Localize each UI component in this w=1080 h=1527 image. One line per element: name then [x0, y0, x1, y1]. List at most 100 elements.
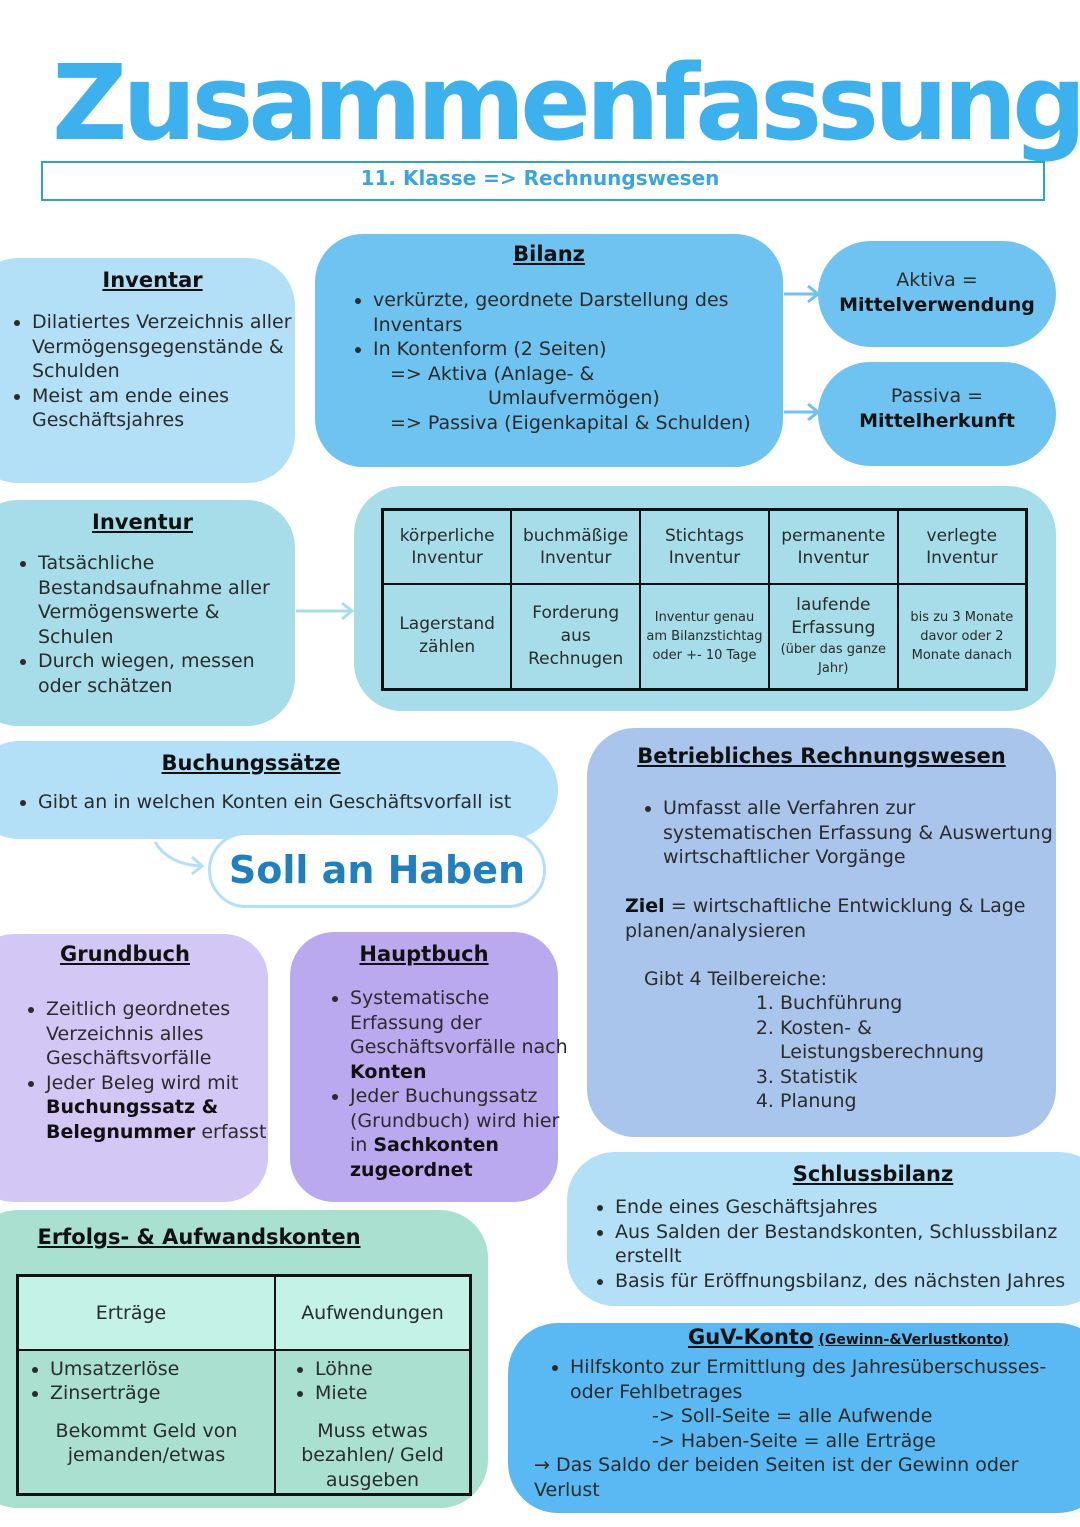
list-item: Umfasst alle Verfahren zur systematische… — [663, 796, 1068, 870]
list-item: Jeder Beleg wird mit Buchungssatz & Bele… — [46, 1071, 286, 1145]
guv-heading: GuV-Konto — [688, 1325, 814, 1349]
inventar-card: Inventar Dilatiertes Verzeichnis aller V… — [0, 258, 295, 483]
list-item: Umsatzerlöse — [50, 1357, 273, 1382]
teilbereiche-list: Buchführung Kosten- & Leistungsberechnun… — [754, 991, 1060, 1114]
hauptbuch-list: Systematische Erfassung der Geschäftsvor… — [324, 986, 575, 1182]
list-item: Buchführung — [780, 991, 1060, 1016]
inventur-card: Inventur Tatsächliche Bestandsaufnahme a… — [0, 500, 295, 726]
list-item: verkürzte, geordnete Darstellung des Inv… — [373, 288, 793, 337]
passiva-label: Passiva = — [890, 385, 984, 407]
ertraege-list: Umsatzerlöse Zinserträge — [20, 1357, 273, 1406]
erfolgskonten-card: Erfolgs- & Aufwandskonten Erträge Aufwen… — [0, 1210, 488, 1508]
guv-list: Hilfskonto zur Ermittlung des Jahresüber… — [544, 1355, 1070, 1404]
guv-heading-line: GuV-Konto (Gewinn-&Verlustkonto) — [688, 1325, 1009, 1349]
ertraege-note: Bekommt Geld von jemanden/etwas — [55, 1419, 238, 1467]
bilanz-heading: Bilanz — [513, 242, 585, 266]
betriebliches-heading: Betriebliches Rechnungswesen — [637, 744, 1006, 768]
soll-an-haben-pill: Soll an Haben — [208, 832, 546, 908]
list-item: Löhne — [315, 1357, 468, 1382]
schlussbilanz-list: Ende eines Geschäftsjahres Aus Salden de… — [589, 1195, 1080, 1293]
list-item: Miete — [315, 1381, 468, 1406]
schlussbilanz-card: Schlussbilanz Ende eines Geschäftsjahres… — [567, 1152, 1080, 1306]
table-header-cell: Erträge — [16, 1274, 276, 1351]
soll-an-haben-formula: Soll an Haben — [228, 848, 526, 892]
grundbuch-list: Zeitlich geordnetes Verzeichnis alles Ge… — [20, 997, 286, 1144]
list-item: Kosten- & Leistungsberechnung — [780, 1016, 1060, 1065]
betriebliches-list: Umfasst alle Verfahren zur systematische… — [637, 796, 1068, 870]
list-item: Durch wiegen, messen oder schätzen — [38, 649, 298, 698]
grundbuch-card: Grundbuch Zeitlich geordnetes Verzeichni… — [0, 934, 268, 1202]
bilanz-aktiva-line2: Umlaufvermögen) — [488, 387, 660, 409]
hauptbuch-bullet1-bold: Konten — [350, 1060, 427, 1083]
passiva-value: Mittelherkunft — [859, 409, 1015, 432]
guv-conclusion: → Das Saldo der beiden Seiten ist der Ge… — [534, 1454, 1019, 1501]
buchungssaetze-list: Gibt an in welchen Konten ein Geschäftsv… — [12, 790, 558, 815]
schlussbilanz-heading: Schlussbilanz — [792, 1162, 954, 1186]
grundbuch-bullet2-bold: Buchungssatz & Belegnummer — [46, 1096, 219, 1143]
grundbuch-heading: Grundbuch — [60, 942, 190, 966]
bilanz-passiva-line: => Passiva (Eigenkapital & Schulden) — [390, 412, 751, 434]
grundbuch-bullet2-pre: Jeder Beleg wird mit — [46, 1071, 239, 1094]
table-cell-main: laufende Erfassung — [791, 595, 876, 639]
inventar-heading: Inventar — [102, 268, 203, 292]
list-item: Tatsächliche Bestandsaufnahme aller Verm… — [38, 551, 298, 649]
subtitle-frame — [41, 161, 1045, 201]
passiva-pill: Passiva = Mittelherkunft — [818, 362, 1056, 466]
ziel-text: = wirtschaftliche Entwicklung & Lage pla… — [625, 895, 1026, 942]
bilanz-card: Bilanz verkürzte, geordnete Darstellung … — [315, 234, 783, 467]
list-item: Systematische Erfassung der Geschäftsvor… — [350, 986, 575, 1084]
list-item: Ende eines Geschäftsjahres — [615, 1195, 1080, 1220]
inventur-list: Tatsächliche Bestandsaufnahme aller Verm… — [12, 551, 298, 698]
betriebliches-card: Betriebliches Rechnungswesen Umfasst all… — [587, 728, 1056, 1137]
list-item: Dilatiertes Verzeichnis aller Vermögensg… — [32, 310, 292, 384]
table-cell: Umsatzerlöse Zinserträge Bekommt Geld vo… — [16, 1348, 276, 1496]
table-cell: laufende Erfassung (über das ganze Jahr) — [767, 582, 899, 691]
hauptbuch-heading: Hauptbuch — [359, 942, 489, 966]
table-header-cell: körperliche Inventur — [381, 508, 513, 585]
table-cell: Forderung aus Rechnugen — [510, 582, 642, 691]
aktiva-value: Mittelverwendung — [839, 293, 1035, 316]
buchungssaetze-card: Buchungssätze Gibt an in welchen Konten … — [0, 741, 558, 839]
erfolgskonten-heading: Erfolgs- & Aufwandskonten — [37, 1225, 361, 1249]
guv-haben-line: -> Haben-Seite = alle Erträge — [652, 1430, 936, 1452]
table-cell: Löhne Miete Muss etwas bezahlen/ Geld au… — [274, 1348, 472, 1496]
bilanz-aktiva-line1: => Aktiva (Anlage- & — [390, 363, 595, 385]
aufwendungen-note: Muss etwas bezahlen/ Geld ausgeben — [301, 1419, 444, 1491]
guv-card: GuV-Konto (Gewinn-&Verlustkonto) Hilfsko… — [508, 1323, 1080, 1513]
table-header-cell: buchmäßige Inventur — [510, 508, 642, 585]
list-item: Aus Salden der Bestandskonten, Schlussbi… — [615, 1220, 1080, 1269]
guv-heading-note: (Gewinn-&Verlustkonto) — [818, 1332, 1010, 1348]
curved-arrow-icon — [153, 841, 205, 876]
buchungssaetze-heading: Buchungssätze — [161, 751, 341, 775]
table-cell: Inventur genau am Bilanzstichtag oder +-… — [639, 582, 770, 691]
list-item: Gibt an in welchen Konten ein Geschäftsv… — [38, 790, 558, 815]
table-header-cell: permanente Inventur — [767, 508, 899, 585]
hauptbuch-bullet2-pre: Jeder Buchungssatz (Grundbuch) wird hier… — [350, 1085, 560, 1156]
list-item: Hilfskonto zur Ermittlung des Jahresüber… — [570, 1355, 1070, 1404]
table-cell-note: (über das ganze Jahr) — [780, 642, 887, 677]
guv-soll-line: -> Soll-Seite = alle Aufwende — [652, 1405, 933, 1427]
list-item: Jeder Buchungssatz (Grundbuch) wird hier… — [350, 1084, 575, 1182]
bilanz-bullet2: In Kontenform (2 Seiten) — [373, 338, 607, 360]
table-header-cell: Stichtags Inventur — [639, 508, 770, 585]
table-header-cell: Aufwendungen — [274, 1274, 472, 1351]
aktiva-label: Aktiva = — [896, 269, 978, 291]
teilbereiche-intro: Gibt 4 Teilbereiche: — [644, 968, 827, 990]
hauptbuch-bullet2-bold: Sachkonten zugeordnet — [350, 1134, 499, 1181]
table-cell: bis zu 3 Monate davor oder 2 Monate dana… — [896, 582, 1028, 691]
bilanz-list: verkürzte, geordnete Darstellung des Inv… — [347, 288, 793, 362]
aktiva-pill: Aktiva = Mittelverwendung — [818, 241, 1056, 347]
inventur-heading: Inventur — [92, 510, 193, 534]
list-item: Planung — [780, 1089, 1060, 1114]
ziel-label: Ziel — [625, 895, 665, 917]
inventar-list: Dilatiertes Verzeichnis aller Vermögensg… — [6, 310, 292, 433]
list-item: Basis für Eröffnungsbilanz, des nächsten… — [615, 1269, 1080, 1294]
list-item: Zinserträge — [50, 1381, 273, 1406]
grundbuch-bullet2-post: erfasst — [201, 1120, 267, 1143]
hauptbuch-card: Hauptbuch Systematische Erfassung der Ge… — [290, 932, 568, 1202]
table-cell: Lagerstand zählen — [381, 582, 513, 691]
arrow-right-icon — [296, 601, 355, 621]
page-subtitle: 11. Klasse => Rechnungswesen — [360, 166, 720, 190]
list-item: In Kontenform (2 Seiten) — [373, 337, 793, 362]
arrow-right-icon — [784, 284, 821, 304]
